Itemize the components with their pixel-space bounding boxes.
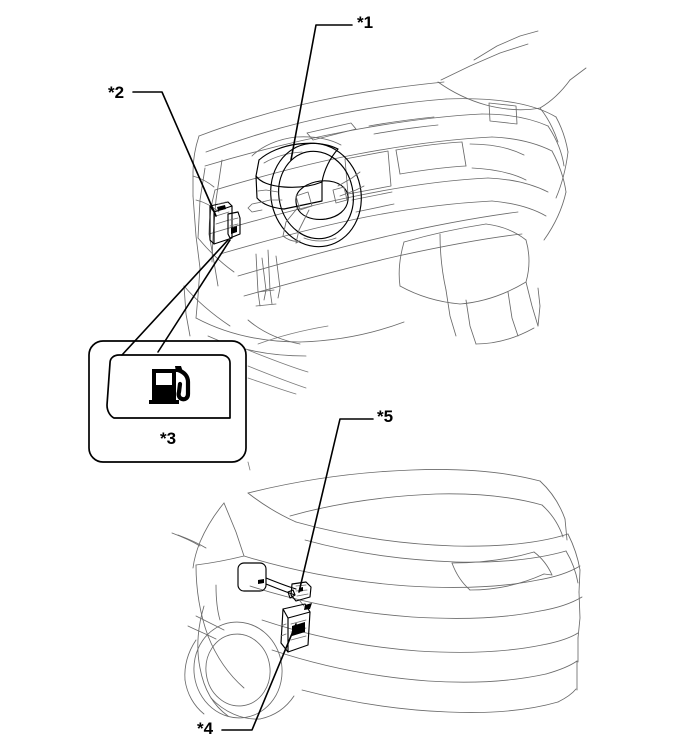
steering-wheel xyxy=(257,142,365,248)
leader-line-2 xyxy=(132,91,217,217)
tail-lamp xyxy=(451,551,553,591)
exterior-rear-quarter-view xyxy=(171,469,583,720)
callout-label-5: *5 xyxy=(377,407,394,426)
leader-line-detail-a xyxy=(121,239,229,356)
callout-label-4: *4 xyxy=(197,719,214,738)
roof-and-rear-window xyxy=(247,469,568,541)
trunk-lid xyxy=(295,521,581,593)
rear-bumper xyxy=(207,635,579,713)
callout-label-2: *2 xyxy=(108,83,125,102)
passenger-side-panel xyxy=(395,141,527,181)
background-floor-lines-right xyxy=(247,325,329,471)
turn-signal-stalk xyxy=(247,201,263,213)
callout-label-3: *3 xyxy=(160,429,177,448)
leader-line-5 xyxy=(298,418,374,593)
dashboard-top-surface xyxy=(192,81,569,199)
callout-label-1: *1 xyxy=(357,13,374,32)
leader-lines xyxy=(121,24,374,731)
cluster-hood xyxy=(251,136,342,157)
quarter-panel-upper xyxy=(171,502,245,569)
interior-dashboard-view xyxy=(183,30,587,357)
leader-line-1 xyxy=(290,24,353,161)
fuel-filler-hose xyxy=(265,577,297,596)
fuel-filler-door xyxy=(237,562,267,592)
fuel-pump-control-ecu xyxy=(209,201,241,245)
windshield-and-pillar-lines xyxy=(437,30,587,143)
side-body-crease xyxy=(187,584,225,640)
dashboard-lower-panel xyxy=(208,177,549,255)
steering-column-support xyxy=(261,255,281,301)
dashboard-vent-trim xyxy=(306,102,518,141)
fuel-pump-icon xyxy=(149,366,191,404)
leader-line-4 xyxy=(221,623,297,731)
rear-wheel xyxy=(184,605,295,720)
detail-callout-box xyxy=(88,340,247,463)
center-console xyxy=(344,150,395,213)
passenger-seat xyxy=(398,223,541,345)
rear-body-panel xyxy=(195,555,583,653)
leader-line-detail-b xyxy=(157,239,231,353)
